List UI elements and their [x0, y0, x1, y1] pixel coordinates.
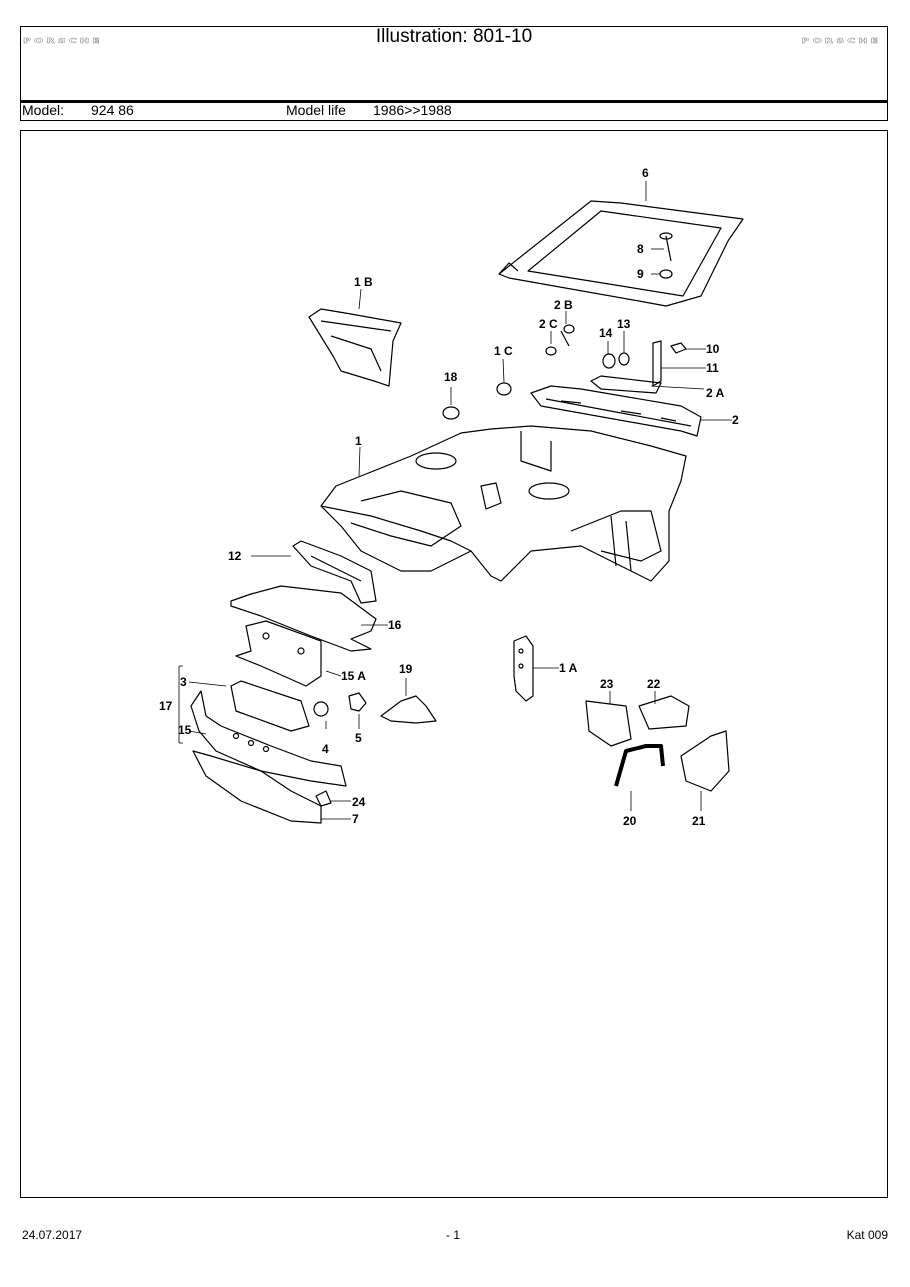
header-box: PORSCHE Illustration: 801-10 PORSCHE Mod… [20, 26, 888, 121]
illustration-panel: 6 8 9 1 B 2 B 2 C 14 13 10 11 1 C 18 2 A… [20, 130, 888, 1198]
label-1b: 1 B [354, 275, 373, 289]
part-23-bracket [585, 700, 632, 747]
label-7: 7 [352, 812, 359, 826]
part-1a-pillar [513, 635, 534, 702]
label-12: 12 [228, 549, 242, 563]
label-2: 2 [732, 413, 739, 427]
label-24: 24 [352, 795, 366, 809]
part-1-body [320, 425, 687, 582]
model-value: 924 86 [91, 102, 134, 118]
label-2c: 2 C [539, 317, 558, 331]
footer-catalog: Kat 009 [846, 1228, 888, 1242]
label-19: 19 [399, 662, 413, 676]
part-4-grommet [313, 701, 329, 717]
label-1c: 1 C [494, 344, 513, 358]
part-labels: 6 8 9 1 B 2 B 2 C 14 13 10 11 1 C 18 2 A… [159, 166, 739, 828]
label-17: 17 [159, 699, 173, 713]
label-2b: 2 B [554, 298, 573, 312]
label-5: 5 [355, 731, 362, 745]
part-19-bracket [380, 695, 437, 724]
label-10: 10 [706, 342, 720, 356]
label-9: 9 [637, 267, 644, 281]
part-7-spoiler [192, 750, 322, 824]
label-2a: 2 A [706, 386, 725, 400]
header-divider [21, 100, 887, 103]
label-16: 16 [388, 618, 402, 632]
part-15-lower [190, 690, 347, 787]
label-15: 15 [178, 723, 192, 737]
label-1: 1 [355, 434, 362, 448]
label-23: 23 [600, 677, 614, 691]
part-21-bracket [680, 730, 730, 792]
label-14: 14 [599, 326, 613, 340]
footer-page-number: - 1 [446, 1228, 461, 1242]
label-20: 20 [623, 814, 637, 828]
part-2-crossmember [530, 385, 702, 437]
page-title: Illustration: 801-10 [375, 26, 533, 47]
part-12-bar [292, 540, 377, 604]
label-4: 4 [322, 742, 329, 756]
hardware-parts [442, 232, 687, 420]
part-1b-bracket [308, 308, 402, 387]
model-label: Model: [22, 102, 65, 118]
part-22-bracket [638, 695, 690, 730]
brand-logo-right: PORSCHE [801, 37, 881, 45]
label-22: 22 [647, 677, 661, 691]
model-life-label: Model life [286, 102, 346, 118]
label-18: 18 [444, 370, 458, 384]
label-6: 6 [642, 166, 649, 180]
part-24-clip [315, 790, 332, 807]
exploded-parts-diagram: 6 8 9 1 B 2 B 2 C 14 13 10 11 1 C 18 2 A… [159, 166, 744, 828]
part-2a-bracket [590, 375, 662, 394]
part-6-frame [498, 200, 744, 307]
label-21: 21 [692, 814, 706, 828]
part-20-hose [614, 744, 665, 787]
part-5-clip [348, 692, 367, 712]
model-life-value: 1986>>1988 [373, 102, 452, 118]
label-8: 8 [637, 242, 644, 256]
leader-lines [178, 181, 732, 820]
brand-logo-left: PORSCHE [23, 37, 103, 45]
label-15a: 15 A [341, 669, 366, 683]
part-3-crossbar [230, 680, 310, 732]
part-16-panel [230, 585, 377, 652]
footer-date: 24.07.2017 [22, 1228, 83, 1242]
label-3: 3 [180, 675, 187, 689]
label-1a: 1 A [559, 661, 578, 675]
label-11: 11 [706, 361, 719, 375]
part-15a-support [235, 620, 322, 687]
label-13: 13 [617, 317, 631, 331]
